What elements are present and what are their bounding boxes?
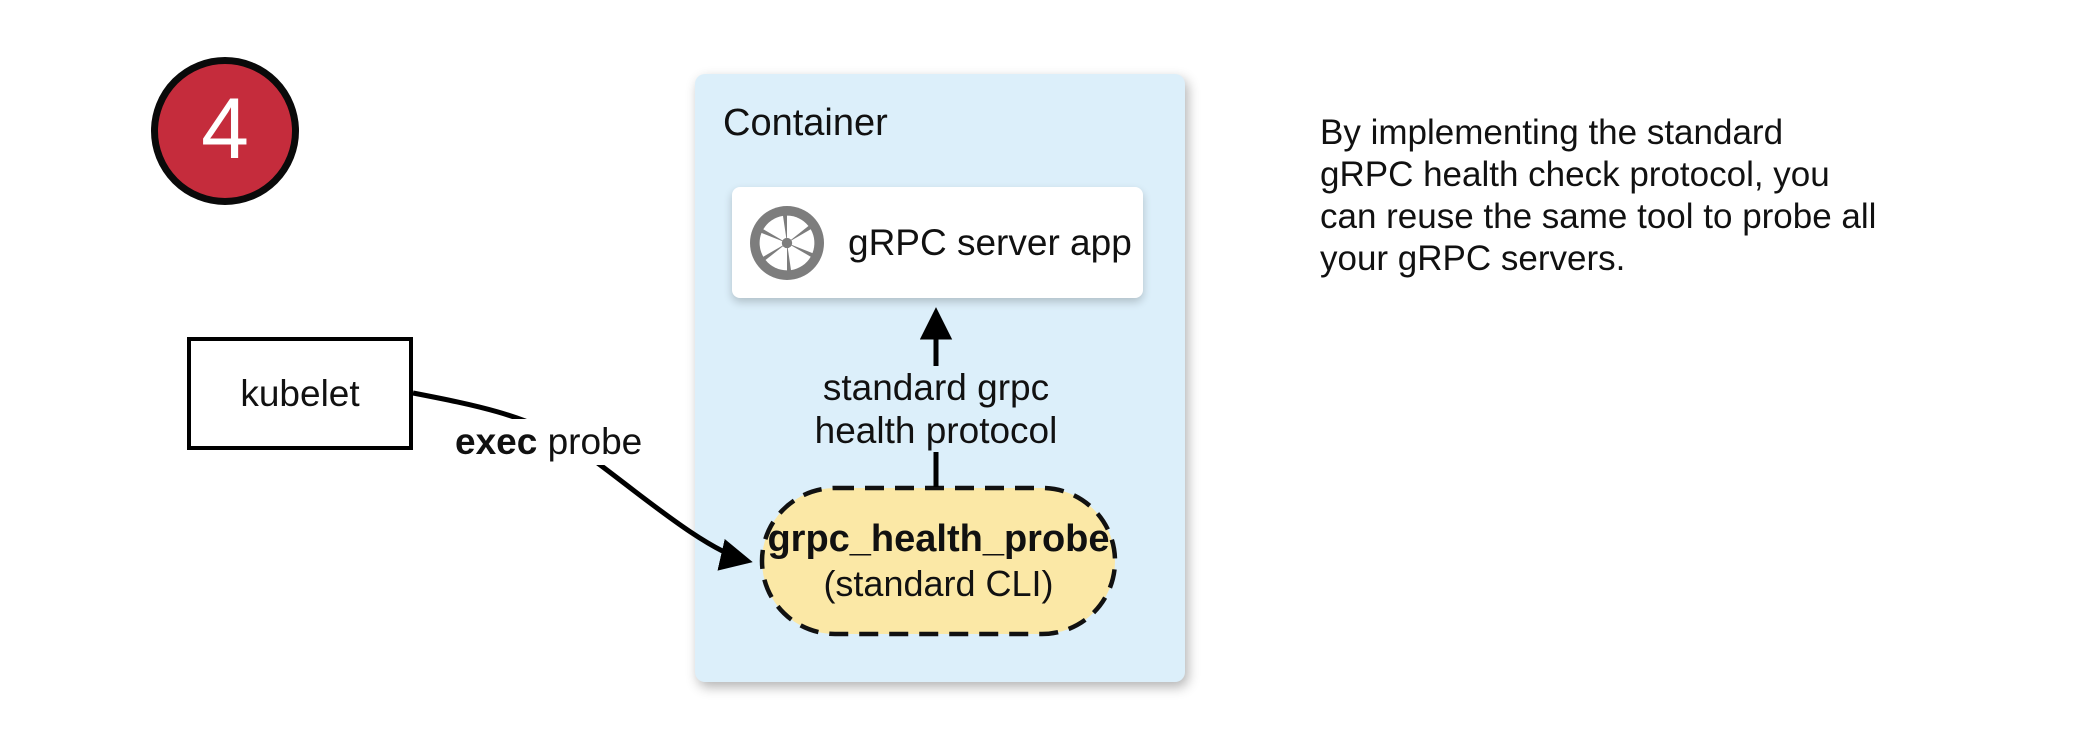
kubelet-label: kubelet — [240, 372, 360, 414]
note-line: gRPC health check protocol, you — [1320, 155, 1830, 194]
step-number: 4 — [201, 81, 249, 177]
grpc-health-probe-title: grpc_health_probe — [767, 518, 1110, 560]
note-line: your gRPC servers. — [1320, 239, 1626, 278]
note-line: By implementing the standard — [1320, 113, 1784, 152]
health-protocol-label-line2: health protocol — [814, 410, 1058, 451]
grpc-server-app-box: gRPC server app — [732, 187, 1143, 298]
health-protocol-label-line1: standard grpc — [822, 367, 1050, 408]
grpc-server-app-label: gRPC server app — [848, 221, 1132, 263]
exec-probe-label: exec probe — [449, 419, 649, 465]
container-title: Container — [723, 102, 888, 144]
note-line: can reuse the same tool to probe all — [1320, 197, 1877, 236]
kubelet-box: kubelet — [187, 337, 413, 450]
grpc-aperture-icon — [750, 205, 824, 280]
step-badge: 4 — [151, 57, 299, 205]
health-protocol-label: standard grpc health protocol — [786, 366, 1086, 452]
exec-probe-label-rest: probe — [537, 421, 643, 462]
grpc-health-probe-subtitle: (standard CLI) — [823, 563, 1054, 604]
note-paragraph: By implementing the standard gRPC health… — [1320, 112, 1920, 280]
grpc-health-probe-text: grpc_health_probe (standard CLI) — [760, 487, 1117, 635]
exec-probe-label-bold: exec — [455, 421, 538, 462]
grpc-health-probe-pill — [759, 485, 1118, 637]
